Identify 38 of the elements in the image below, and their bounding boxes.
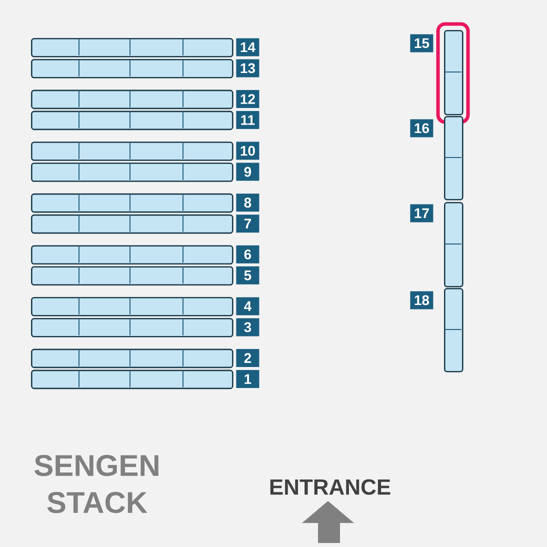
shelf — [31, 370, 234, 390]
shelf — [31, 214, 234, 234]
number-tag: 9 — [236, 162, 260, 181]
shelf — [444, 116, 464, 200]
number-tag: 6 — [236, 245, 260, 264]
shelf — [444, 202, 464, 288]
shelf — [31, 318, 234, 338]
number-tag: 13 — [236, 59, 260, 78]
number-tag: 5 — [236, 266, 260, 284]
shelf — [31, 245, 234, 264]
number-tag: 1 — [236, 370, 260, 388]
number-tag: 14 — [236, 38, 260, 56]
shelf — [31, 266, 234, 286]
number-tag: 8 — [236, 194, 260, 212]
number-tag: 18 — [410, 291, 434, 310]
shelf — [31, 348, 234, 368]
number-tag: 4 — [236, 297, 260, 316]
number-tag: 7 — [236, 214, 260, 233]
shelf — [31, 59, 234, 78]
shelf — [444, 288, 464, 372]
number-tag: 10 — [236, 142, 260, 160]
floor-label: ENTRANCE — [270, 479, 390, 495]
shelf — [31, 142, 234, 161]
number-tag: 11 — [236, 111, 260, 129]
number-tag: 17 — [410, 204, 434, 222]
floor-label: SENGEN STACK — [34, 454, 158, 514]
shelf — [444, 30, 464, 116]
shelf — [31, 110, 234, 130]
number-tag: 12 — [236, 90, 260, 108]
shelf — [31, 162, 234, 182]
shelf — [31, 297, 234, 316]
number-tag: 15 — [410, 34, 434, 52]
shelf — [31, 38, 234, 58]
number-tag: 16 — [410, 119, 434, 138]
number-tag: 2 — [236, 349, 260, 367]
number-tag: 3 — [236, 318, 260, 336]
shelf — [31, 90, 234, 110]
shelf — [31, 193, 234, 213]
